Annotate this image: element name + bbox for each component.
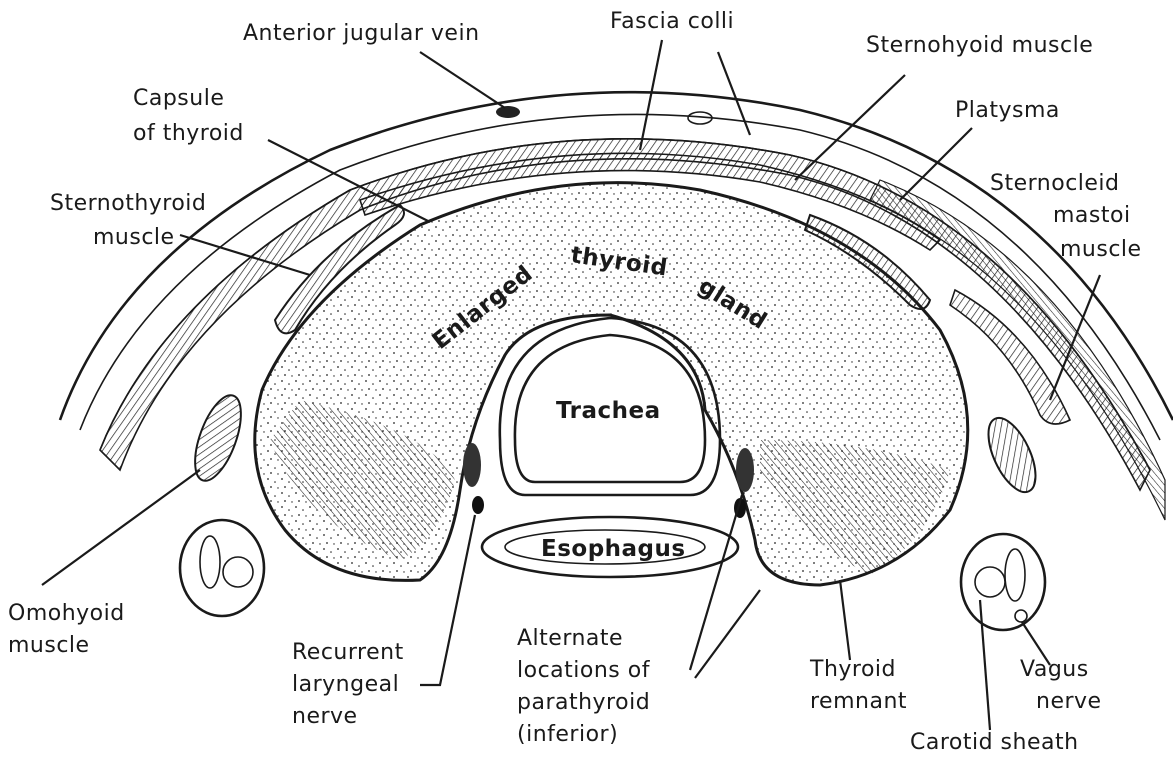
label-recurrent-3: nerve [292, 704, 358, 729]
label-recurrent-2: laryngeal [292, 672, 399, 697]
label-alternate-2: locations of [517, 658, 651, 683]
label-capsule-2: of thyroid [133, 121, 244, 146]
parathyroid-left [463, 443, 481, 487]
leader-thyroid-remnant [840, 580, 850, 660]
label-alternate-1: Alternate [517, 626, 623, 651]
label-omohyoid-1: Omohyoid [8, 601, 125, 626]
leader-sternohyoid [795, 75, 905, 180]
label-capsule-1: Capsule [133, 86, 224, 111]
label-sternothyroid-1: Sternothyroid [50, 191, 206, 216]
label-anterior-jugular-vein: Anterior jugular vein [243, 21, 480, 46]
leader-omohyoid [42, 470, 200, 585]
label-vagus-2: nerve [1036, 689, 1102, 714]
scm-muscle-shape [979, 411, 1045, 499]
label-scm-2: mastoi [1053, 203, 1131, 228]
leader-anterior-jugular [420, 52, 505, 108]
label-omohyoid-2: muscle [8, 633, 90, 658]
label-thyroid-remnant-1: Thyroid [809, 657, 896, 682]
carotid-sheath-right [961, 534, 1045, 630]
leader-fascia-colli-2 [718, 52, 750, 135]
leader-carotid [980, 600, 990, 730]
label-alternate-4: (inferior) [517, 722, 618, 747]
label-thyroid-remnant-2: remnant [810, 689, 907, 714]
label-sternothyroid-2: muscle [93, 225, 175, 250]
leader-alternate-1 [690, 495, 742, 670]
omohyoid-muscle-shape [186, 390, 251, 487]
leader-fascia-colli-1 [640, 40, 662, 150]
parathyroid-right [736, 448, 754, 492]
label-trachea: Trachea [556, 398, 661, 424]
label-scm-1: Sternocleid [990, 171, 1120, 196]
label-recurrent-1: Recurrent [292, 640, 404, 665]
leader-alternate-2 [695, 590, 760, 678]
leader-platysma [900, 128, 972, 200]
label-sternohyoid-muscle: Sternohyoid muscle [866, 33, 1093, 58]
nerve-left-dot [472, 496, 484, 514]
carotid-sheath-left [180, 520, 264, 616]
label-fascia-colli: Fascia colli [610, 9, 734, 34]
label-esophagus: Esophagus [541, 536, 686, 562]
label-alternate-3: parathyroid [517, 690, 650, 715]
anterior-jugular-vein-shape [496, 106, 520, 118]
label-carotid-sheath: Carotid sheath [910, 730, 1079, 755]
label-vagus-1: Vagus [1020, 657, 1089, 682]
label-platysma: Platysma [955, 98, 1060, 123]
label-scm-3: muscle [1060, 237, 1142, 262]
